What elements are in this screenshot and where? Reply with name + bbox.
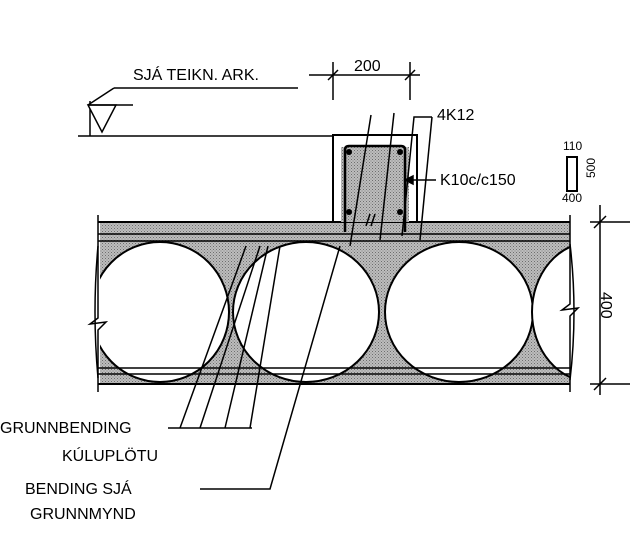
stirrups-label: K10c/c150 bbox=[440, 172, 516, 189]
dimension-depth bbox=[590, 205, 630, 395]
bending-note-line2: GRUNNMYND bbox=[30, 506, 136, 523]
stirrup-dim-bottom: 400 bbox=[562, 191, 583, 205]
break-lines bbox=[87, 215, 581, 392]
void-ball bbox=[232, 241, 380, 383]
slab-depth-label: 400 bbox=[597, 292, 614, 319]
level-symbol bbox=[78, 87, 333, 137]
stirrup-dim-top: 110 bbox=[563, 139, 583, 153]
beam-width-label: 200 bbox=[354, 58, 381, 75]
dimension-200 bbox=[309, 62, 420, 100]
bending-note-line1: BENDING SJÁ bbox=[25, 481, 132, 498]
void-ball bbox=[90, 241, 230, 383]
void-ball bbox=[384, 241, 534, 383]
slab-reinforcement-line2: KÚLUPLÖTU bbox=[62, 448, 159, 465]
stirrup-dim-side: 500 bbox=[584, 157, 598, 178]
upstand-beam bbox=[332, 134, 418, 232]
slab-reinforcement-line1: GRUNNBENDING bbox=[0, 420, 132, 437]
top-bars-label: 4K12 bbox=[437, 107, 475, 124]
leader-lines bbox=[168, 112, 436, 490]
level-note-label: SJÁ TEIKN. ARK. bbox=[133, 67, 259, 84]
stirrup-shape-icon bbox=[566, 156, 578, 192]
